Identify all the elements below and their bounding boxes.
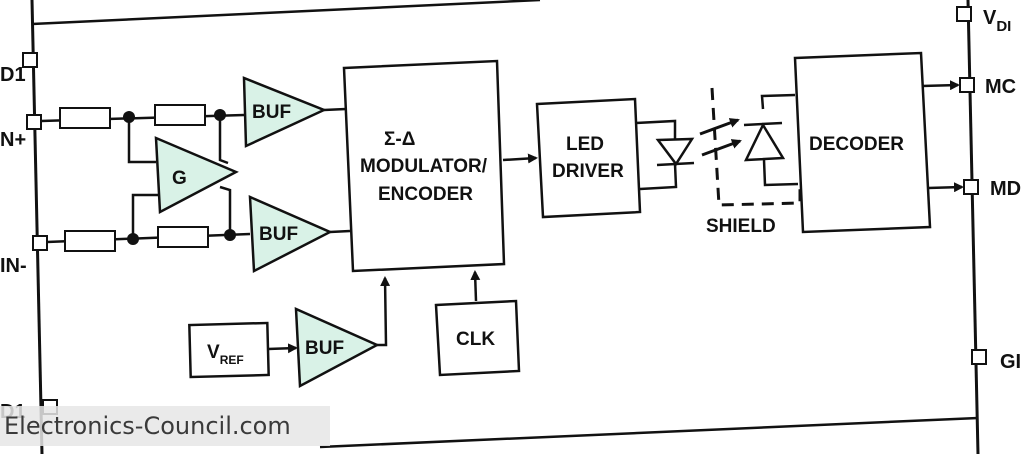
pin-gnd2-square xyxy=(971,349,987,365)
photodiode-icon xyxy=(743,122,786,162)
wire-vref-to-buf xyxy=(267,343,298,354)
wire-buf-top-out xyxy=(323,107,347,112)
pin-vdd1-label: D1 xyxy=(0,64,26,86)
modulator-line2: MODULATOR/ xyxy=(360,156,488,177)
pin-vdd2-main: V xyxy=(983,7,997,29)
gain-amplifier xyxy=(154,136,239,215)
wire-gain-in-bottom xyxy=(131,193,158,239)
wire-decoder-mdat xyxy=(927,182,964,193)
wire-buf-ref-to-modulator xyxy=(377,276,391,347)
pin-vin-plus-square xyxy=(26,114,42,130)
pin-vin-minus-label: IN- xyxy=(0,255,27,277)
modulator-line3: ENCODER xyxy=(378,184,473,205)
pin-mclk-label: MC xyxy=(985,76,1016,98)
resistor-in-bottom xyxy=(64,230,116,252)
led-driver-line1: LED xyxy=(566,134,604,155)
led-diode-bar xyxy=(656,161,695,167)
wire-led-cathode xyxy=(639,163,678,191)
pin-vdd1-square xyxy=(22,52,38,68)
right-boundary-line xyxy=(966,0,980,454)
gain-label: G xyxy=(172,168,187,189)
shield-label: SHIELD xyxy=(706,216,776,237)
chip-top-edge xyxy=(31,0,541,26)
buf-ref-label: BUF xyxy=(305,338,344,359)
pin-vdd2-square xyxy=(956,6,972,22)
wire-led-anode xyxy=(635,119,677,140)
modulator-line1: Σ-Δ xyxy=(384,129,415,150)
pin-mclk-square xyxy=(959,77,975,93)
watermark-text: Electronics-Council.com xyxy=(4,412,291,440)
modulator-block xyxy=(342,59,506,273)
wire-gain-in-top xyxy=(127,117,156,164)
resistor-fb-top xyxy=(154,104,206,126)
led-diode-icon xyxy=(655,137,695,167)
pin-gnd2-label: GI xyxy=(1000,351,1021,373)
wire-clk-to-modulator xyxy=(470,270,481,302)
buf-top-label: BUF xyxy=(252,102,291,123)
decoder-label: DECODER xyxy=(809,134,904,155)
clk-block xyxy=(434,299,521,377)
pin-mdat-square xyxy=(963,179,979,195)
decoder-block xyxy=(793,51,932,234)
buf-top-amplifier xyxy=(242,76,328,148)
buf-bottom-label: BUF xyxy=(259,224,298,245)
pin-mdat-label: MD xyxy=(990,178,1021,200)
wire-modulator-to-led xyxy=(502,153,538,164)
resistor-in-top xyxy=(59,107,111,129)
vref-sub-text: REF xyxy=(220,353,244,367)
wire-photodiode-top xyxy=(760,93,796,110)
vref-block xyxy=(188,321,270,379)
led-driver-line2: DRIVER xyxy=(552,161,624,182)
wire-decoder-mclk xyxy=(921,80,960,91)
left-boundary-line xyxy=(30,0,44,454)
wire-gain-fb-bottom xyxy=(219,185,232,235)
shield-dashed-line xyxy=(710,87,802,207)
pin-vdd2-label: VDI xyxy=(983,7,1011,35)
buf-ref-amplifier xyxy=(294,307,380,389)
light-arrow-lower-icon xyxy=(701,139,742,157)
vref-main-label: VREF xyxy=(207,342,244,367)
pin-vin-plus-label: N+ xyxy=(0,129,26,151)
wire-buf-bottom-out xyxy=(329,229,351,234)
led-driver-block xyxy=(535,97,642,219)
light-arrow-upper-icon xyxy=(699,118,740,136)
wire-gain-fb-top xyxy=(218,115,229,165)
pin-vdd2-sub: DI xyxy=(996,18,1011,35)
pin-vin-minus-square xyxy=(32,235,48,251)
vref-main-text: V xyxy=(207,342,220,363)
watermark-background xyxy=(0,406,330,446)
resistor-fb-bottom xyxy=(157,226,209,248)
chip-bottom-edge xyxy=(319,416,979,449)
clk-label: CLK xyxy=(456,329,495,350)
buf-bottom-amplifier xyxy=(248,195,333,273)
wire-photodiode-bottom xyxy=(762,159,799,187)
